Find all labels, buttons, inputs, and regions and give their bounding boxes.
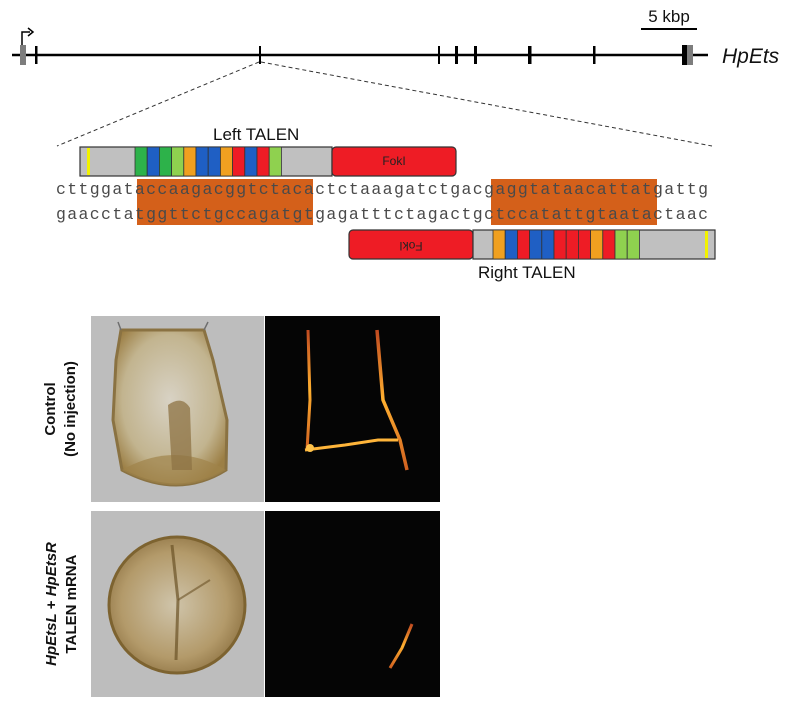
seq-bottom-right-site: gctccatattgtaa <box>473 205 629 224</box>
exon <box>474 46 477 64</box>
rvd-repeat <box>517 229 531 260</box>
rvd-repeat <box>602 229 616 260</box>
rvd-repeat <box>158 146 172 177</box>
rvd-repeat <box>171 146 185 177</box>
rvd-repeat <box>207 146 221 177</box>
right-talen-label: Right TALEN <box>478 263 576 282</box>
control-brightfield-image <box>91 316 264 502</box>
right-talen-yellow-marker <box>705 231 708 258</box>
row2-label: HpEtsL + HpEtsR TALEN mRNA <box>43 542 80 666</box>
sequence-bottom-strand: gaacctatggttctgccagatgtgagatttctagactgct… <box>56 205 708 224</box>
rvd-repeat <box>183 146 197 177</box>
seq-top-post: atgattg <box>631 180 708 199</box>
rvd-repeat <box>232 146 246 177</box>
talen-fluorescence-image <box>265 511 440 697</box>
zoom-line-left <box>56 61 260 147</box>
row1-label-line2: (No injection) <box>62 361 79 457</box>
left-binding-site-highlight <box>137 179 313 225</box>
exon-first <box>20 45 26 65</box>
seq-bottom-left-site: tggttctgccagatg <box>135 205 303 224</box>
gene-name: HpEts <box>722 45 780 68</box>
rvd-repeat <box>244 146 258 177</box>
rvd-repeat <box>541 229 555 260</box>
promoter-arrow-icon <box>21 31 30 50</box>
exon <box>455 46 458 64</box>
control-fluorescence-image <box>265 316 440 502</box>
dna-sequence: cttggataccaagacggtctacactctaaagatctgacga… <box>56 179 708 225</box>
seq-bottom-post: tactaac <box>631 205 708 224</box>
seq-top-spacer: actctaaagatctga <box>304 180 472 199</box>
seq-top-pre: cttggat <box>56 180 133 199</box>
rvd-repeat <box>578 229 592 260</box>
row2-label-part1: HpEtsL <box>43 613 60 666</box>
rvd-repeat <box>219 146 233 177</box>
row2-label-part2: HpEtsR <box>43 542 60 596</box>
right-binding-site-highlight <box>491 179 657 225</box>
rvd-repeat <box>268 146 282 177</box>
left-talen-label: Left TALEN <box>213 125 299 144</box>
exon-last <box>682 45 687 65</box>
seq-bottom-spacer: tgagatttctagact <box>304 205 472 224</box>
talen-brightfield-image <box>91 511 264 697</box>
scale-bar-label: 5 kbp <box>648 7 690 26</box>
sequence-top-strand: cttggataccaagacggtctacactctaaagatctgacga… <box>56 180 708 199</box>
seq-bottom-pre: gaaccta <box>56 205 134 224</box>
rvd-repeat <box>256 146 270 177</box>
exon-target <box>259 46 261 64</box>
rvd-repeat <box>134 146 148 177</box>
exon <box>528 46 532 64</box>
row1-label: Control (No injection) <box>42 361 79 457</box>
left-fokI-domain <box>331 146 457 177</box>
rvd-repeat <box>529 229 543 260</box>
right-talen-rvd-repeats <box>492 229 640 260</box>
seq-top-right-site: cgaggtataacatt <box>473 180 629 199</box>
left-fokI-label: FokI <box>382 154 405 168</box>
right-fokI-label: FokI <box>399 239 422 253</box>
gene-model: 5 kbp HpEts <box>12 7 780 68</box>
rvd-repeat <box>626 229 640 260</box>
rvd-repeat <box>553 229 567 260</box>
exon <box>593 46 596 64</box>
exon <box>438 46 440 64</box>
left-talen-yellow-marker <box>87 148 90 175</box>
seq-top-left-site: accaagacggtctac <box>135 180 303 199</box>
exon-last-utr <box>687 45 693 65</box>
rvd-repeat <box>504 229 518 260</box>
left-talen: FokI <box>79 146 457 177</box>
rvd-repeat <box>492 229 506 260</box>
zoom-line-right <box>260 61 713 147</box>
left-talen-rvd-repeats <box>134 146 282 177</box>
microscopy-panels <box>91 316 440 697</box>
row2-label-plus: + <box>43 596 60 613</box>
rvd-repeat <box>614 229 628 260</box>
rvd-repeat <box>146 146 160 177</box>
rvd-repeat <box>590 229 604 260</box>
row2-label-line2: TALEN mRNA <box>63 554 80 653</box>
rvd-repeat <box>195 146 209 177</box>
row1-label-line1: Control <box>42 382 59 435</box>
right-talen: FokI <box>348 229 716 260</box>
row2-label-line1: HpEtsL + HpEtsR <box>43 542 60 666</box>
exon <box>35 46 38 64</box>
rvd-repeat <box>565 229 579 260</box>
